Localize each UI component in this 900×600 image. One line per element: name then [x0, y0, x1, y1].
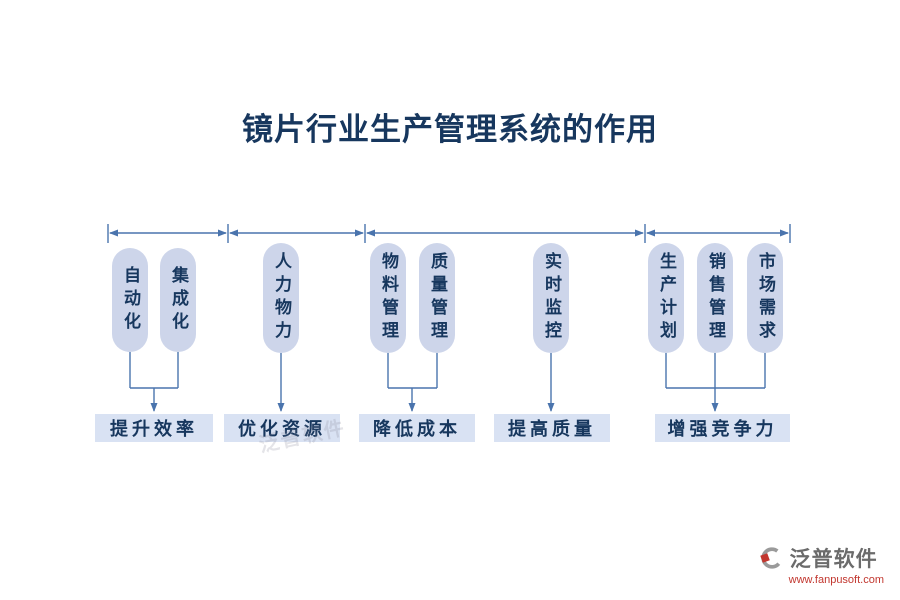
page-title: 镜片行业生产管理系统的作用 [242, 112, 658, 147]
factor-pill: 生产计划 [648, 243, 684, 353]
factor-pill: 人力物力 [263, 243, 299, 353]
result-box: 增强竞争力 [655, 414, 790, 442]
factor-pill: 销售管理 [697, 243, 733, 353]
result-box: 降低成本 [359, 414, 475, 442]
factor-pill: 自动化 [112, 248, 148, 352]
brand-name: 泛普软件 [789, 548, 878, 571]
result-box: 提升效率 [95, 414, 213, 442]
brand-logo: 泛普软件 www.fanpusoft.com [759, 543, 884, 586]
brand-url[interactable]: www.fanpusoft.com [788, 574, 884, 586]
factor-pill: 物料管理 [370, 243, 406, 353]
result-box: 提高质量 [494, 414, 610, 442]
factor-pill: 实时监控 [533, 243, 569, 353]
result-box: 优化资源 [224, 414, 340, 442]
brand-logo-icon [759, 547, 783, 569]
factor-pill: 质量管理 [419, 243, 455, 353]
factor-pill: 市场需求 [747, 243, 783, 353]
factor-pill: 集成化 [160, 248, 196, 352]
